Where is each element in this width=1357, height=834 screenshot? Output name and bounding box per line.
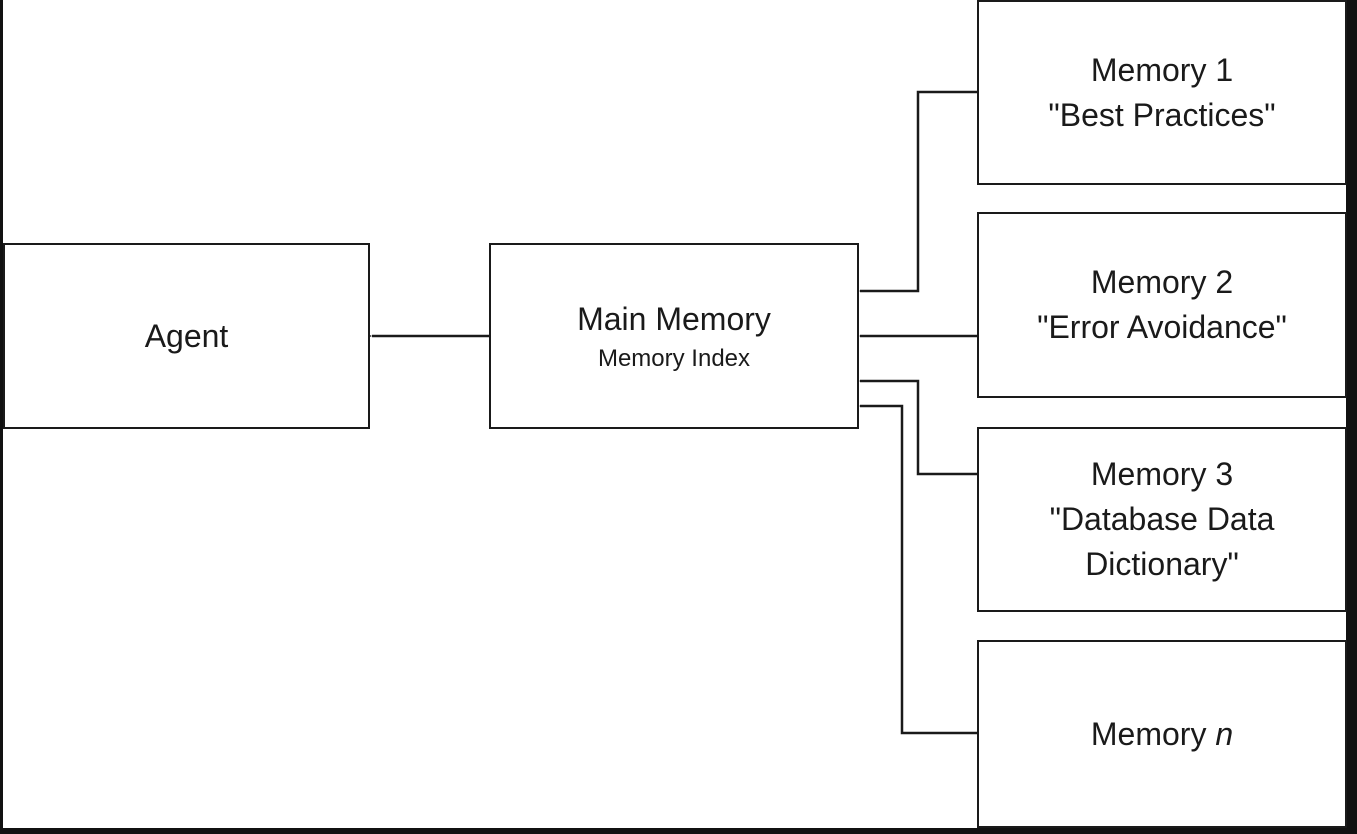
- memory-3-node: Memory 3 "Database Data Dictionary": [977, 427, 1347, 612]
- agent-node: Agent: [3, 243, 370, 429]
- memory-n-label: Memory n: [1091, 712, 1233, 757]
- memory-n-var: n: [1215, 715, 1234, 752]
- memory-2-desc: "Error Avoidance": [1037, 309, 1287, 345]
- frame-border: [1346, 0, 1357, 834]
- edge-mem1-to-main: [849, 90, 979, 296]
- memory-2-title: Memory 2: [1090, 264, 1234, 300]
- memory-index-label: Memory Index: [597, 344, 751, 372]
- memory-3-desc-line1: "Database Data: [1049, 501, 1275, 537]
- main-memory-node: Main Memory Memory Index: [489, 243, 859, 429]
- agent-label: Agent: [144, 317, 229, 354]
- edge-memn-to-main: [849, 401, 979, 735]
- memory-1-title: Memory 1: [1090, 51, 1234, 88]
- memory-3-title: Memory 3: [1090, 456, 1234, 492]
- main-memory-label: Main Memory: [577, 300, 771, 337]
- memory-2-node: Memory 2 "Error Avoidance": [977, 212, 1347, 398]
- memory-1-node: Memory 1 "Best Practices": [977, 0, 1347, 185]
- memory-3-desc-line2: Dictionary": [1085, 546, 1239, 582]
- memory-1-desc: "Best Practices": [1048, 96, 1276, 133]
- memory-n-node: Memory n: [977, 640, 1347, 828]
- edge-mem3-to-main: [849, 376, 979, 476]
- memory-n-title: Memory: [1090, 715, 1207, 752]
